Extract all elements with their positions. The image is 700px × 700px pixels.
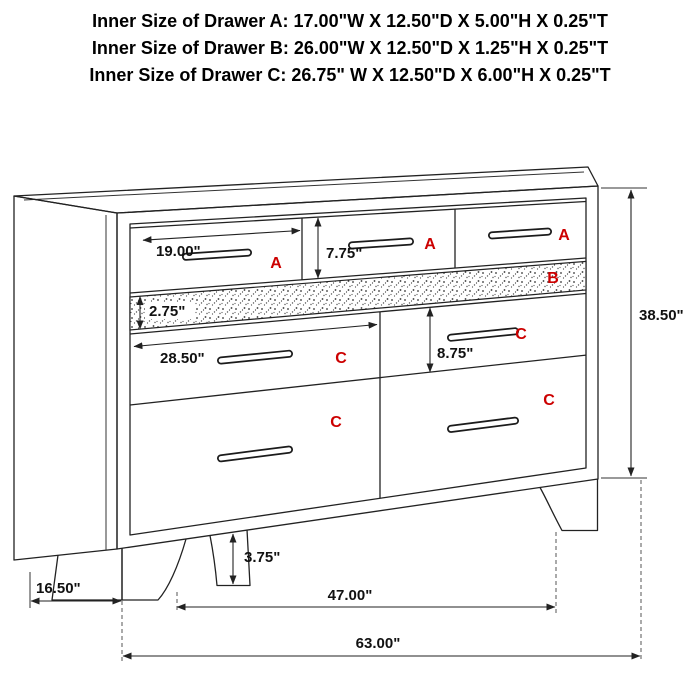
dim-drawer-c-height-label: 8.75" bbox=[437, 345, 473, 362]
dim-drawer-a-width: 19.00" bbox=[142, 227, 301, 260]
drawer-handles bbox=[182, 227, 552, 463]
label-drawer-b: B bbox=[547, 270, 559, 287]
spec-line-drawer-a: Inner Size of Drawer A: 17.00"W X 12.50"… bbox=[92, 11, 608, 31]
dim-leg-span-width-label: 47.00" bbox=[328, 587, 373, 604]
spec-line-drawer-c: Inner Size of Drawer C: 26.75" W X 12.50… bbox=[89, 65, 611, 85]
front-left-foot bbox=[121, 538, 187, 601]
dim-drawer-a-height-label: 7.75" bbox=[326, 245, 362, 262]
label-drawer-c-right-top: C bbox=[515, 326, 527, 343]
dresser-carcass bbox=[13, 166, 599, 561]
dim-side-depth: 16.50" bbox=[30, 580, 122, 605]
dim-drawer-c-height: 8.75" bbox=[426, 307, 473, 373]
dim-overall-width: 63.00" bbox=[122, 635, 641, 660]
dresser-feet bbox=[51, 479, 599, 601]
drawer-a2-handle-icon bbox=[348, 237, 414, 250]
row-a-top-edge bbox=[129, 200, 587, 229]
front-right-foot bbox=[539, 479, 599, 532]
dim-foot-height: 3.75" bbox=[229, 533, 280, 585]
dim-drawer-b-height-label: 2.75" bbox=[149, 303, 185, 320]
label-drawer-a2: A bbox=[424, 236, 436, 253]
dimension-annotations: 19.00" 7.75" 2.75" 28.50" 8.75" bbox=[30, 187, 684, 660]
drawer-letter-labels: A A A B C C C C bbox=[270, 227, 570, 431]
dim-drawer-a-height: 7.75" bbox=[314, 217, 362, 279]
dim-overall-width-label: 63.00" bbox=[356, 635, 401, 652]
row-a-bottom-edge bbox=[129, 257, 587, 294]
front-face-inner-frame bbox=[129, 197, 587, 536]
dim-leg-span-width: 47.00" bbox=[176, 587, 556, 611]
front-center-foot bbox=[209, 529, 251, 587]
label-drawer-c-left-top: C bbox=[335, 350, 347, 367]
dresser-front-face bbox=[116, 185, 599, 550]
top-face-inner-edge bbox=[23, 171, 585, 201]
drawer-a3-handle-icon bbox=[488, 227, 552, 240]
spec-header: Inner Size of Drawer A: 17.00"W X 12.50"… bbox=[0, 8, 700, 89]
drawer-c-left-bottom-handle-icon bbox=[217, 445, 293, 463]
dim-overall-height-label: 38.50" bbox=[639, 307, 684, 324]
spec-line-drawer-b: Inner Size of Drawer B: 26.00"W X 12.50"… bbox=[91, 38, 609, 58]
drawer-c-right-bottom-handle-icon bbox=[447, 416, 519, 433]
dim-label-backplate bbox=[145, 302, 195, 319]
drawer-a1-handle-icon bbox=[182, 248, 252, 261]
dim-overall-height: 38.50" bbox=[601, 187, 684, 479]
drawer-c-left-top-handle-icon bbox=[217, 349, 293, 365]
label-drawer-a1: A bbox=[270, 255, 282, 272]
drawer-c-right-top-handle-icon bbox=[447, 327, 519, 342]
drawer-b-jewelry-strip bbox=[129, 260, 587, 331]
label-drawer-c-left-bottom: C bbox=[330, 414, 342, 431]
dim-foot-height-label: 3.75" bbox=[244, 549, 280, 566]
dim-side-depth-label: 16.50" bbox=[36, 580, 81, 597]
dim-drawer-a-width-label: 19.00" bbox=[156, 243, 201, 260]
drawer-fronts bbox=[129, 200, 587, 499]
row-c-middle-divider bbox=[129, 354, 587, 406]
dresser-left-side-panel bbox=[13, 195, 118, 561]
dim-drawer-c-width: 28.50" bbox=[133, 321, 378, 367]
label-drawer-a3: A bbox=[558, 227, 570, 244]
dim-drawer-c-width-label: 28.50" bbox=[160, 350, 205, 367]
label-drawer-c-right-bottom: C bbox=[543, 392, 555, 409]
